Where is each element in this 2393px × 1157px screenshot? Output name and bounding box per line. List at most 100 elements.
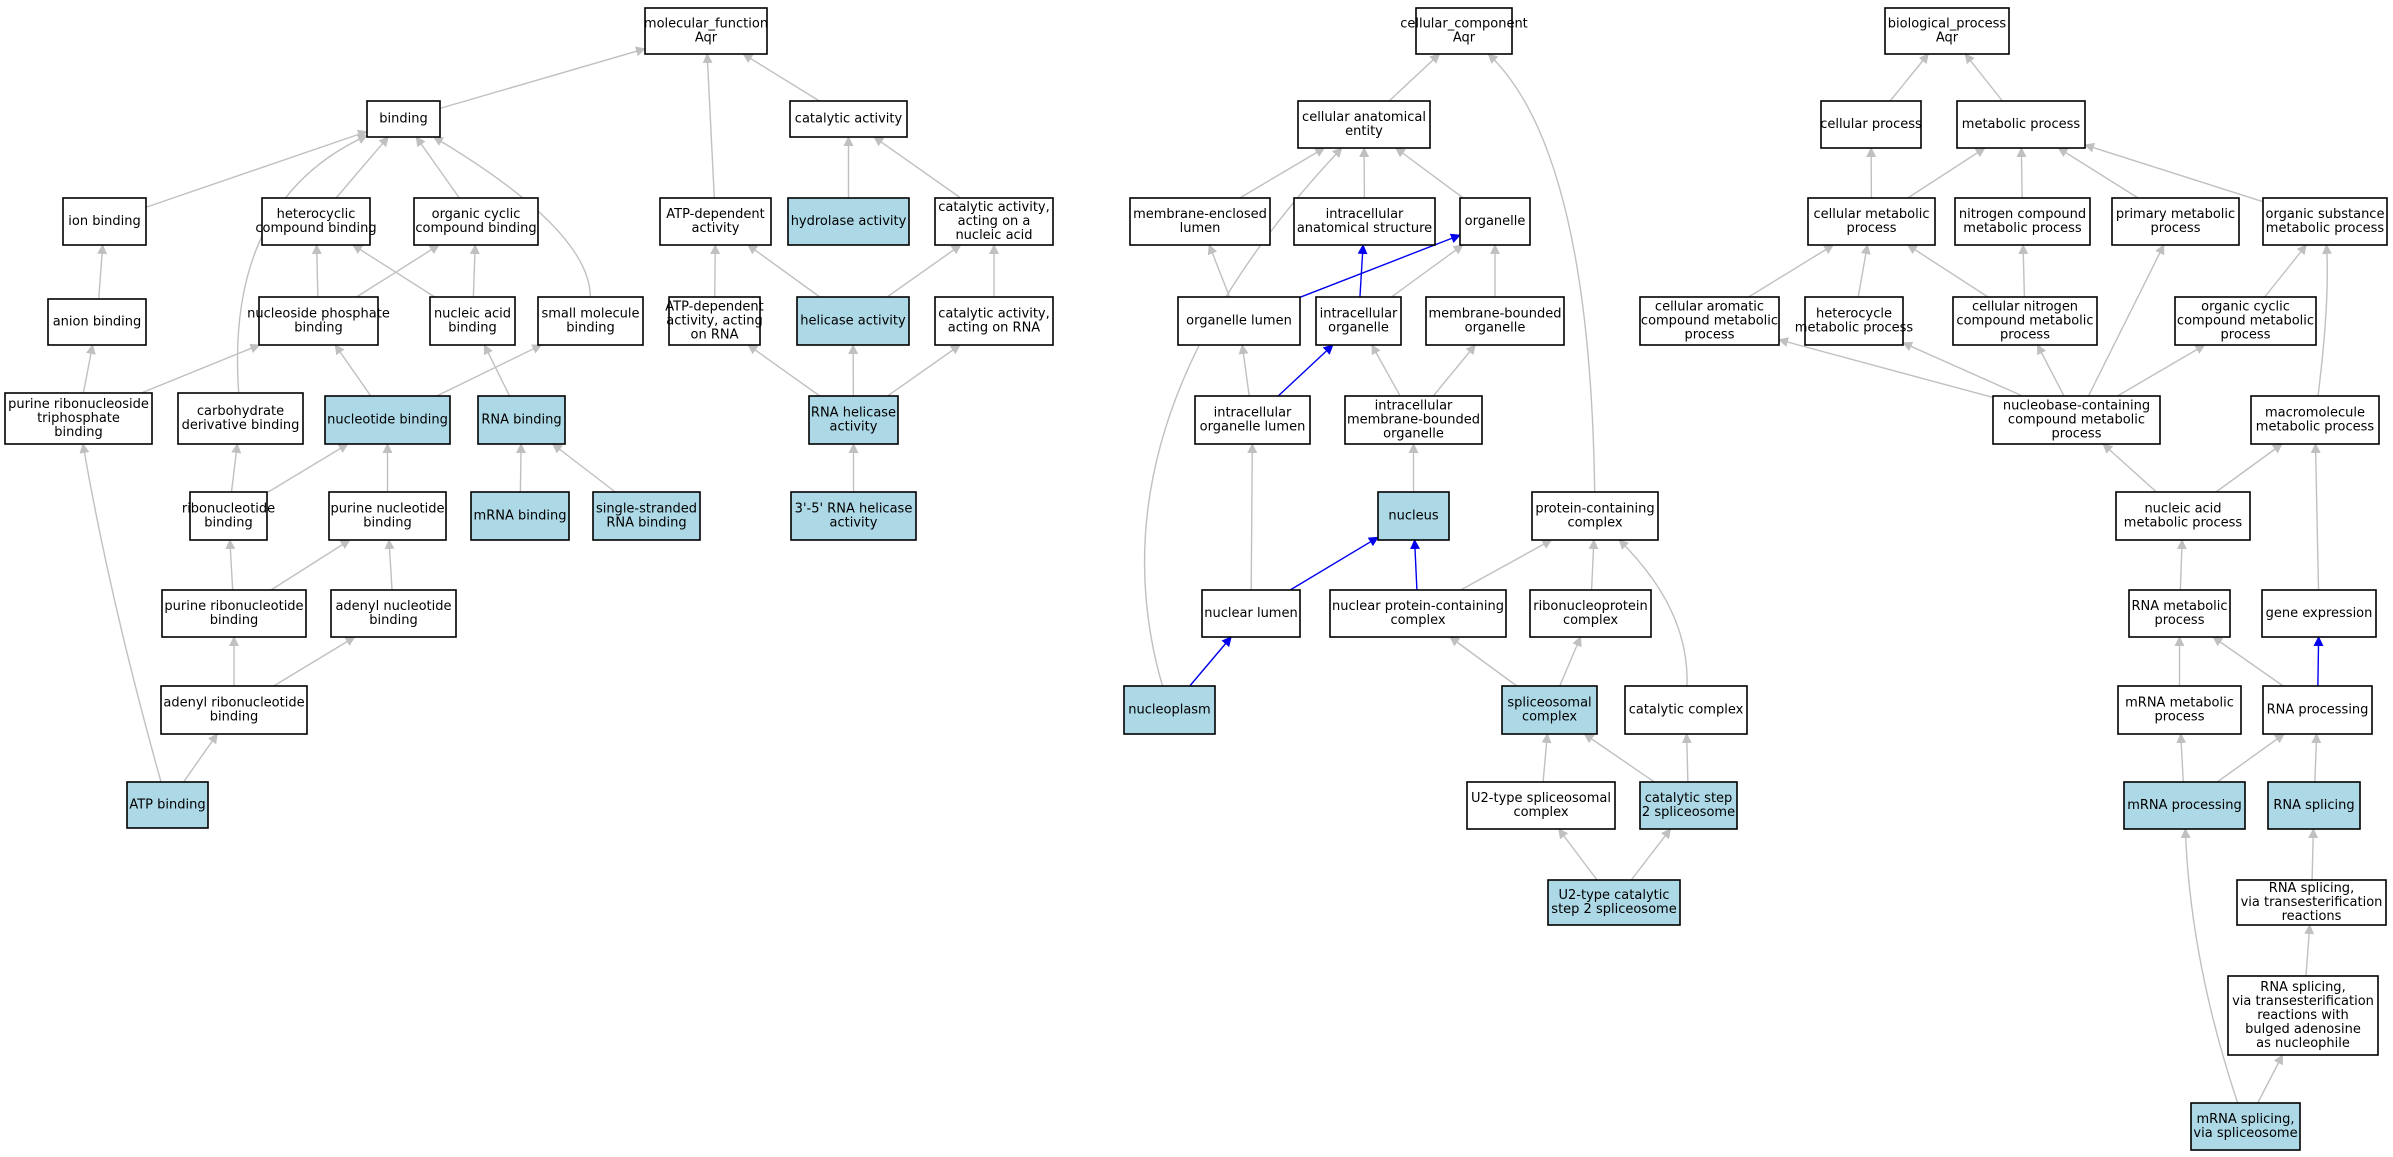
node-nucleotide[interactable]: nucleotide binding (324, 395, 451, 445)
node-binding[interactable]: binding (366, 100, 441, 138)
edge-binding-to-mf (439, 46, 646, 110)
edge-mrnab-to-rnab (515, 443, 526, 493)
node-rnaproc[interactable]: RNA processing (2262, 685, 2373, 735)
node-ion[interactable]: ion binding (62, 197, 147, 246)
node-nuclumen[interactable]: nuclear lumen (1201, 589, 1301, 638)
node-box (1201, 589, 1301, 638)
node-label-line: membrane-enclosed (1133, 207, 1267, 222)
node-rnabulged[interactable]: RNA splicing,via transesterificationreac… (2227, 975, 2379, 1056)
node-label-line: RNA binding (606, 516, 686, 531)
node-mrnasplice[interactable]: mRNA splicing,via spliceosome (2190, 1102, 2301, 1151)
edge-ion-to-binding (145, 129, 368, 208)
node-label-line: triphosphate (37, 411, 120, 426)
node-geneexp[interactable]: gene expression (2261, 589, 2377, 638)
node-nucleus[interactable]: nucleus (1377, 491, 1450, 541)
node-label-line: organic substance (2266, 207, 2385, 222)
node-label-line: reactions with (2257, 1008, 2349, 1023)
node-orglumen[interactable]: organelle lumen (1177, 296, 1301, 346)
edge-orgsub-to-metproc (2084, 142, 2264, 203)
node-nucleoplasm[interactable]: nucleoplasm (1123, 685, 1216, 735)
node-hydrolase[interactable]: hydrolase activity (787, 197, 910, 246)
node-box (177, 392, 304, 445)
node-catcomplex[interactable]: catalytic complex (1624, 685, 1748, 735)
node-label-line: RNA splicing, (2269, 881, 2354, 896)
node-mrnab[interactable]: mRNA binding (470, 491, 570, 541)
node-organelle[interactable]: organelle (1459, 197, 1531, 246)
node-label-line: biological_process (1888, 17, 2007, 32)
node-atpb[interactable]: ATP binding (126, 781, 209, 829)
node-helicase[interactable]: helicase activity (796, 296, 910, 346)
node-label-line: organelle lumen (1186, 314, 1292, 329)
edge-atpdep-to-mf (702, 53, 716, 199)
node-label-line: RNA binding (481, 413, 561, 428)
node-rnasplice[interactable]: RNA splicing (2267, 781, 2361, 830)
edge-catalytic-to-mf (742, 53, 820, 102)
node-label-line: membrane-bounded (1428, 307, 1561, 322)
node-box (261, 197, 371, 246)
node-box (1992, 395, 2161, 445)
node-rnab[interactable]: RNA binding (477, 395, 566, 445)
node-anion[interactable]: anion binding (47, 298, 147, 346)
node-mrnaproc[interactable]: mRNA processing (2123, 781, 2246, 830)
edge-catstep2-to-catcomplex (1681, 733, 1692, 783)
node-catalytic[interactable]: catalytic activity (789, 100, 908, 138)
node-cellproc[interactable]: cellular process (1820, 100, 1922, 149)
edge-rnab-to-nucacid (483, 344, 511, 397)
node-metproc[interactable]: metabolic process (1956, 100, 2086, 149)
node-label-line: intracellular (1375, 399, 1453, 414)
node-catrna[interactable]: catalytic activity,acting on RNA (934, 296, 1054, 346)
node-rnatrans[interactable]: RNA splicing,via transesterificationreac… (2236, 879, 2387, 926)
node-label-line: binding (294, 321, 342, 336)
node-label-line: mRNA splicing, (2196, 1112, 2294, 1127)
edge-cellnitro-to-nitro (2018, 244, 2029, 298)
